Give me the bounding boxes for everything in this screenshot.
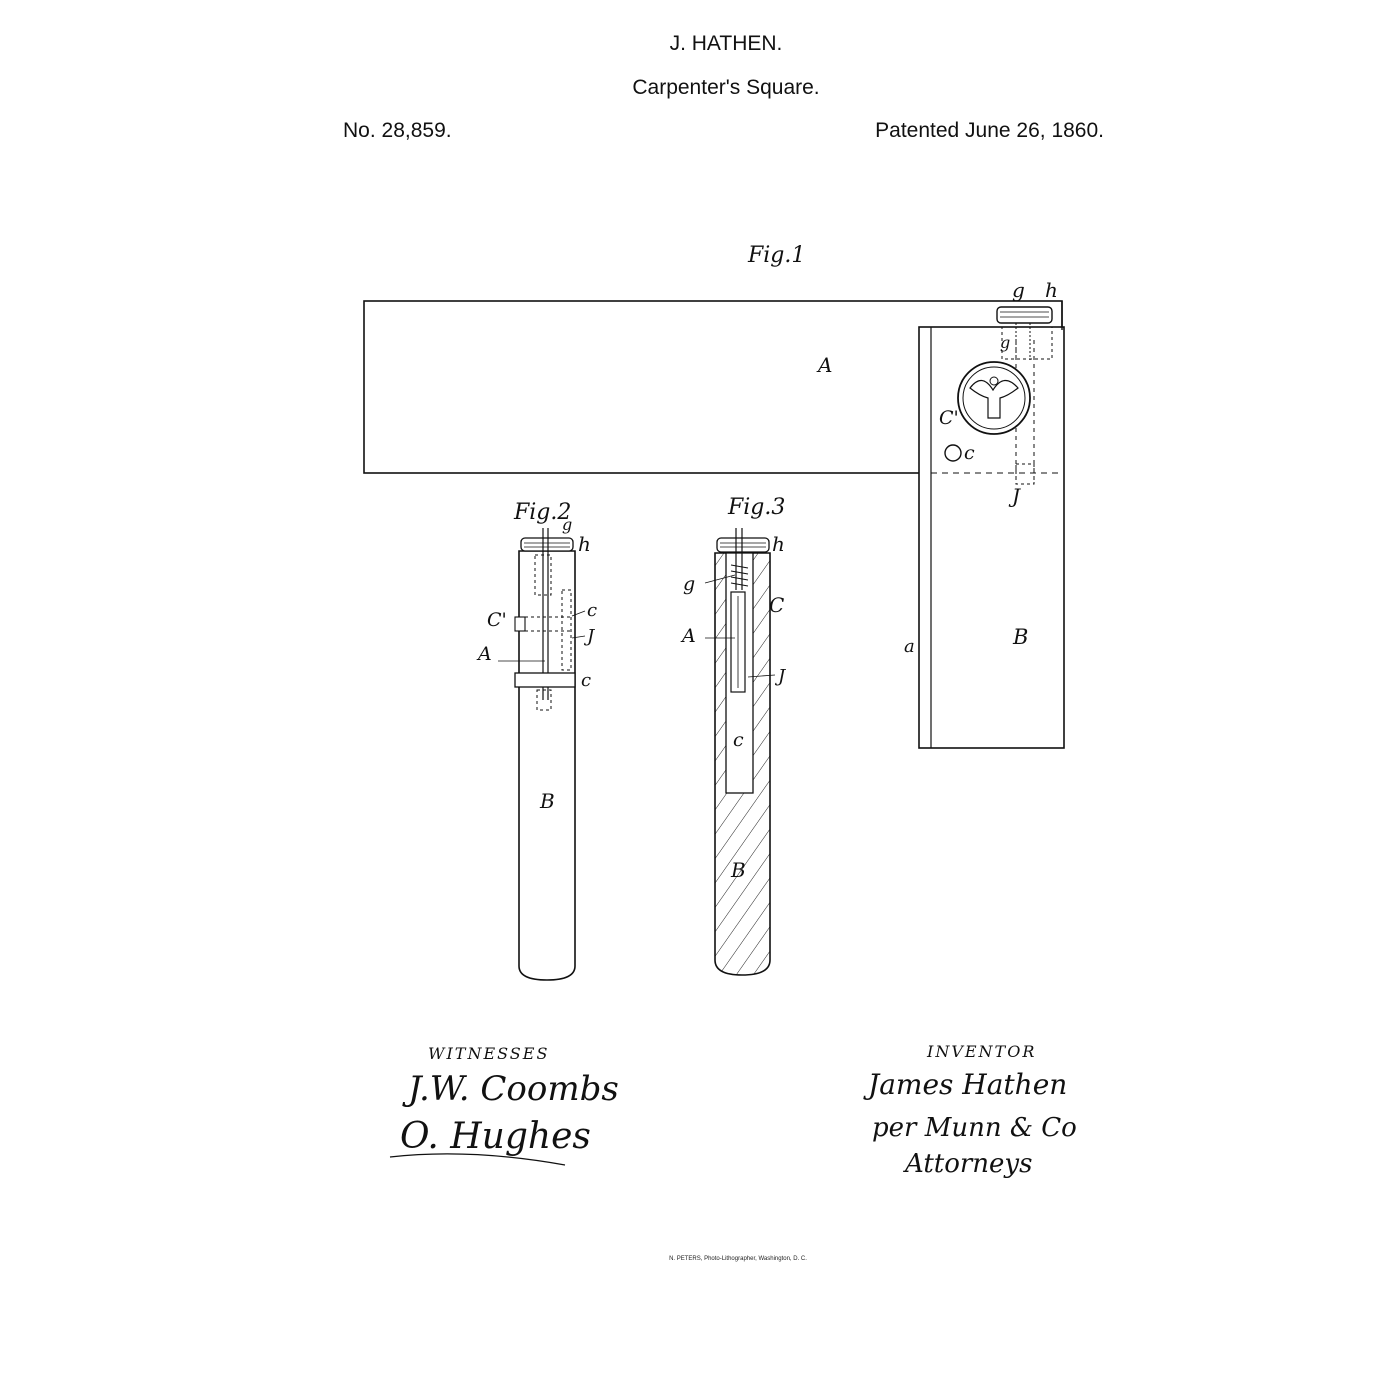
label-a: a [904, 636, 915, 657]
printer-credit: N. PETERS, Photo-Lithographer, Washingto… [669, 1256, 807, 1262]
figure-1: Fig.1 A g h g C' c J B a [363, 243, 1065, 749]
label-J: J [1008, 484, 1021, 508]
fig2-label-B: B [539, 789, 555, 813]
medallion-icon [957, 361, 1031, 435]
screw-head-h [996, 306, 1053, 324]
label-g: g [1012, 278, 1025, 302]
patent-title: Carpenter's Square. [632, 76, 820, 99]
fig2-label-g: g [562, 515, 572, 534]
witness-flourish [389, 1153, 566, 1166]
witness-1-signature: J.W. Coombs [402, 1069, 619, 1109]
fig3-screw-head [716, 537, 770, 553]
fig2-label-c: c [587, 600, 597, 621]
fig3-label-J: J [774, 666, 787, 687]
witnesses-block: WITNESSES J.W. Coombs O. Hughes [389, 1044, 619, 1166]
fig1-caption: Fig.1 [747, 243, 805, 268]
inventor-signature: James Hathen [863, 1068, 1067, 1101]
fig3-label-h: h [772, 532, 785, 556]
fig2-label-J: J [583, 626, 596, 647]
figure-3: Fig.3 h g C A J c B [680, 495, 787, 976]
figure-2: Fig.2 g h c C' J A c B [476, 500, 597, 981]
fig2-caption: Fig.2 [513, 500, 571, 525]
fig2-stock [518, 550, 576, 981]
fig2-label-C: c [581, 670, 591, 691]
per-line: per Munn & Co [872, 1113, 1077, 1143]
label-g-2: g [1000, 333, 1010, 352]
inventor-heading: INVENTOR [926, 1042, 1036, 1061]
fig2-screw-head [520, 537, 574, 552]
attorneys-label: Attorneys [903, 1149, 1032, 1179]
rivet-c [944, 444, 962, 462]
patent-date: Patented June 26, 1860. [875, 119, 1104, 142]
fig3-label-A: A [680, 625, 696, 647]
fig3-label-B: B [730, 858, 746, 882]
patent-number: No. 28,859. [343, 119, 452, 142]
fig2-label-C-prime: C' [487, 609, 507, 631]
witness-2-signature: O. Hughes [400, 1116, 591, 1157]
witnesses-heading: WITNESSES [428, 1044, 549, 1063]
inventor-block: INVENTOR James Hathen per Munn & Co Atto… [863, 1042, 1077, 1179]
label-A: A [816, 353, 832, 377]
fig2-label-A: A [476, 643, 492, 665]
fig2-label-h: h [578, 532, 591, 556]
label-c: c [964, 442, 975, 464]
fig3-label-g: g [683, 573, 695, 595]
label-B: B [1012, 625, 1028, 649]
fig3-label-c: c [733, 729, 744, 751]
fig3-label-C: C [769, 593, 784, 617]
label-C-prime: C' [939, 407, 959, 429]
fig3-caption: Fig.3 [727, 495, 785, 520]
inventor-name: J. HATHEN. [669, 32, 783, 55]
fig2-rivet-c [514, 672, 576, 688]
label-h: h [1045, 278, 1058, 302]
